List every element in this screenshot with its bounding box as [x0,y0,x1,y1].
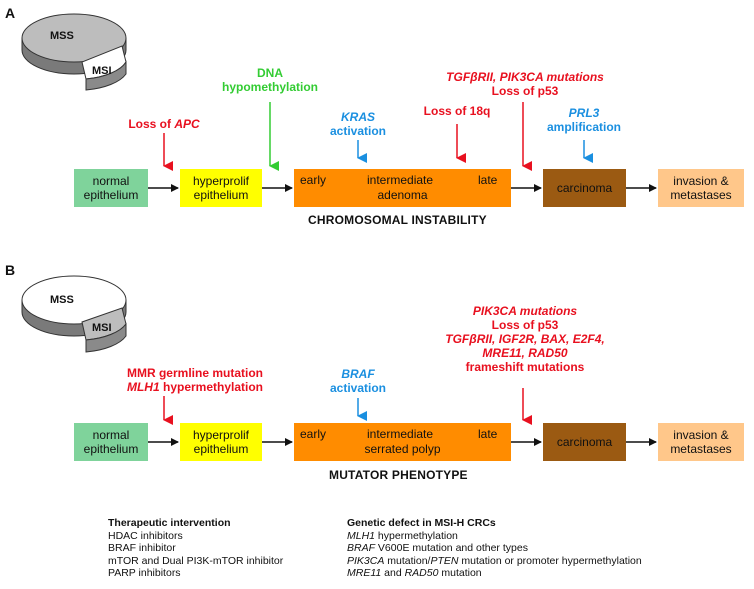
pie-label-msi-b: MSI [92,322,112,334]
stage-serrated-polyp-label: serrated polyp [364,442,441,456]
genetic-defect-header: Genetic defect in MSI-H CRCs [347,517,496,529]
stage-late-b: late [478,427,498,441]
box-invasion-metastases-b: invasion &metastases [658,423,744,461]
title-chromosomal-instability: CHROMOSOMAL INSTABILITY [308,213,487,227]
stage-early-a: early [300,173,327,187]
genetic-defect-row: MRE11 and RAD50 mutation [347,567,482,580]
label-loss-18q: Loss of 18q [423,104,491,118]
label-pik3ca-frameshift: PIK3CA mutations Loss of p53 TGFβRII, IG… [445,304,605,374]
stage-early-b: early [300,427,327,441]
therapeutic-row: BRAF inhibitor [108,542,176,555]
therapeutic-intervention-list: Therapeutic intervention HDAC inhibitors… [108,517,328,580]
box-serrated-polyp [294,423,511,461]
therapeutic-header: Therapeutic intervention [108,517,231,529]
therapeutic-row: PARP inhibitors [108,567,181,580]
box-carcinoma-b: carcinoma [543,423,626,461]
pie-label-mss-b: MSS [50,294,74,306]
label-mmr-mlh1: MMR germline mutation MLH1 hypermethylat… [126,366,264,394]
stage-intermediate-b: intermediate [367,427,434,441]
genetic-defect-row: MLH1 hypermethylation [347,529,458,542]
pie-label-msi-a: MSI [92,65,112,77]
mutation-arrows-a [163,102,593,171]
panel-letter-b: B [5,262,16,278]
stage-late-a: late [478,173,498,187]
stage-intermediate-a: intermediate [367,173,434,187]
pie-label-mss-a: MSS [50,30,74,42]
mutation-arrows-b [163,388,532,425]
box-carcinoma-a: carcinoma [543,169,626,207]
pie-chart-a [21,13,127,91]
box-invasion-metastases-a: invasion &metastases [658,169,744,207]
box-adenoma [294,169,511,207]
genetic-defect-list: Genetic defect in MSI-H CRCs MLH1 hyperm… [347,517,747,580]
pie-chart-b [21,275,127,353]
genetic-defect-row: PIK3CA mutation/PTEN mutation or promote… [347,554,642,567]
label-loss-apc: Loss of APC [128,117,200,131]
title-mutator-phenotype: MUTATOR PHENOTYPE [329,468,468,482]
panel-letter-a: A [5,5,16,21]
therapeutic-row: HDAC inhibitors [108,529,183,542]
therapeutic-row: mTOR and Dual PI3K-mTOR inhibitor [108,554,284,567]
stage-adenoma-label: adenoma [377,188,428,202]
genetic-defect-row: BRAF V600E mutation and other types [347,542,528,555]
